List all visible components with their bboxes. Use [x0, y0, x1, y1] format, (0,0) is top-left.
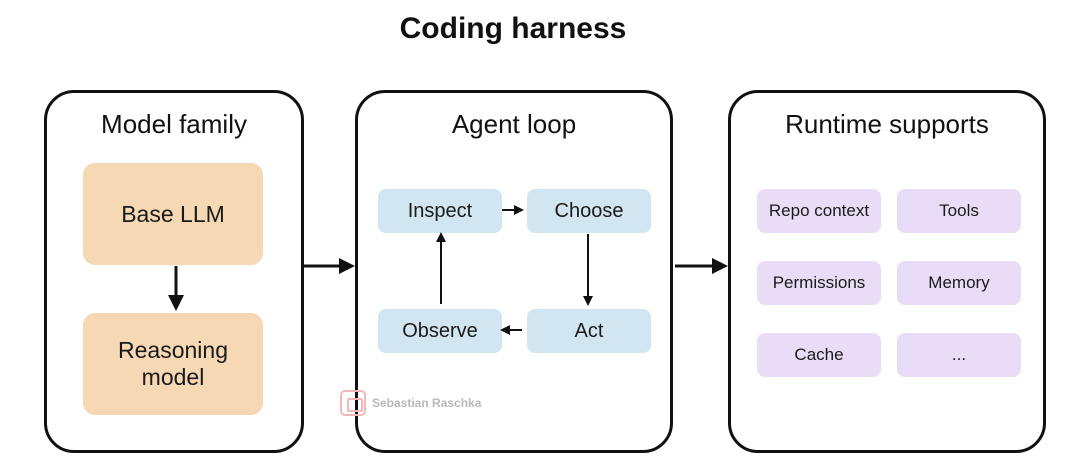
repo-context-box: Repo context: [757, 189, 881, 233]
watermark-text: Sebastian Raschka: [372, 396, 482, 410]
tools-label: Tools: [939, 201, 979, 220]
observe-box: Observe: [378, 309, 502, 353]
act-box: Act: [527, 309, 651, 353]
inspect-box: Inspect: [378, 189, 502, 233]
cache-box: Cache: [757, 333, 881, 377]
choose-box: Choose: [527, 189, 651, 233]
diagram-title: Coding harness: [399, 12, 627, 45]
inspect-label: Inspect: [407, 199, 473, 222]
runtime-supports-panel: Runtime supports Repo context Tools Perm…: [728, 90, 1046, 453]
choose-label: Choose: [554, 199, 624, 222]
ellipsis-label: ...: [951, 345, 967, 364]
observe-label: Observe: [402, 319, 478, 342]
permissions-label: Permissions: [772, 273, 866, 292]
permissions-box: Permissions: [757, 261, 881, 305]
tools-box: Tools: [897, 189, 1021, 233]
watermark: Sebastian Raschka: [340, 390, 481, 416]
ellipsis-box: ...: [897, 333, 1021, 377]
agent-loop-title: Agent loop: [451, 109, 577, 139]
base-llm-label: Base LLM: [121, 200, 225, 227]
base-llm-box: Base LLM: [83, 163, 263, 265]
act-label: Act: [574, 319, 604, 342]
reasoning-model-box: Reasoning model: [83, 313, 263, 415]
cache-label: Cache: [794, 345, 844, 364]
model-family-panel: Model family Base LLM Reasoning model: [44, 90, 304, 453]
watermark-logo-icon: [340, 390, 366, 416]
memory-box: Memory: [897, 261, 1021, 305]
runtime-supports-title: Runtime supports: [785, 109, 989, 139]
reasoning-model-label: Reasoning model: [118, 337, 228, 390]
agent-loop-panel: Agent loop Inspect Choose Act Observe: [355, 90, 673, 453]
memory-label: Memory: [928, 273, 990, 292]
model-family-title: Model family: [101, 109, 247, 139]
repo-context-label: Repo context: [768, 201, 870, 220]
